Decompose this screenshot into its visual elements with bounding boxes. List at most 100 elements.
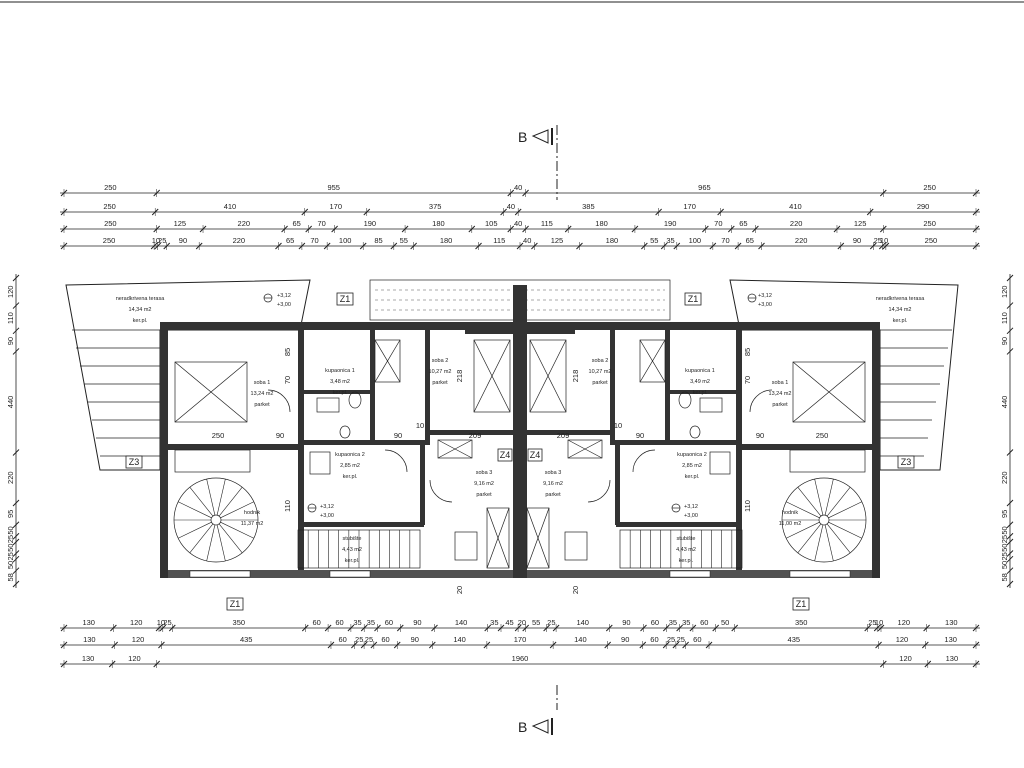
dimension-label: 130 (83, 635, 96, 644)
dimension-label: 110 (6, 312, 15, 324)
dimension-label: 170 (330, 202, 343, 211)
dimension-label: 50 (1000, 561, 1009, 569)
dimension-label: 440 (1000, 396, 1009, 409)
stair-tread (824, 478, 834, 516)
dimension-label: 25 (355, 635, 363, 644)
svg-text:Z1: Z1 (796, 599, 807, 609)
room-floor: ker.pl. (893, 318, 908, 324)
dimension-label: 965 (698, 183, 711, 192)
dimension-label: 70 (310, 236, 318, 245)
room-area: 9,16 m2 (474, 481, 494, 487)
dimension-label: 90 (411, 635, 419, 644)
room-floor: parket (254, 402, 270, 408)
dimension-label: 60 (700, 618, 708, 627)
room-floor: parket (772, 402, 788, 408)
room-floor: parket (432, 380, 448, 386)
dimension-label: 40 (507, 202, 515, 211)
level-marker: +3,12 +3,00 (671, 503, 698, 519)
dimension-label: 130 (944, 635, 957, 644)
room-area: 13,24 m2 (251, 391, 274, 397)
stair-tread (216, 478, 226, 516)
building-outline (65, 279, 959, 578)
svg-text:110: 110 (743, 500, 752, 512)
dimension-label: 90 (853, 236, 861, 245)
dimension-label: 130 (945, 618, 958, 627)
dimension-label: 220 (790, 219, 803, 228)
svg-text:Z3: Z3 (129, 457, 140, 467)
dimension-label: 58 (6, 573, 15, 581)
dimension-label: 120 (6, 286, 15, 299)
dimension-label: 50 (6, 544, 15, 552)
svg-text:85: 85 (743, 348, 752, 356)
dimension-label: 60 (381, 635, 389, 644)
room-floor: parket (545, 492, 561, 498)
dimension-label: 220 (1000, 471, 1009, 484)
svg-text:+3,12: +3,12 (758, 293, 772, 299)
tag-z4: Z4 (527, 448, 543, 462)
dimension-label: 410 (224, 202, 237, 211)
room-area: 3,49 m2 (690, 379, 710, 385)
dimension-label: 35 (682, 618, 690, 627)
svg-text:250: 250 (816, 431, 829, 440)
room-area: 14,34 m2 (889, 307, 912, 313)
spiral-stair-left (173, 477, 259, 563)
dimension-label: 120 (128, 654, 141, 663)
room-name: hodnik (244, 510, 260, 516)
dimension-label: 190 (664, 219, 677, 228)
dimension-label: 35 (353, 618, 361, 627)
dimension-label: 70 (714, 219, 722, 228)
room-area: 2,85 m2 (682, 463, 702, 469)
room-area: 4,43 m2 (676, 547, 696, 553)
dimension-label: 35 (666, 236, 674, 245)
stair-tread (206, 478, 216, 516)
room-area: 10,27 m2 (589, 369, 612, 375)
dimension-label: 130 (946, 654, 959, 663)
svg-text:218: 218 (455, 370, 464, 383)
room-name: soba 1 (254, 380, 271, 386)
fixtures (174, 339, 866, 569)
svg-text:90: 90 (756, 431, 764, 440)
svg-text:20: 20 (455, 586, 464, 594)
room-name: neradkrivena terasa (116, 296, 166, 302)
dimension-label: 435 (240, 635, 253, 644)
svg-text:+3,00: +3,00 (684, 513, 698, 519)
svg-text:+3,00: +3,00 (758, 302, 772, 308)
svg-text:Z4: Z4 (500, 450, 511, 460)
stair-tread (814, 524, 824, 562)
dimension-label: 45 (505, 618, 513, 627)
svg-text:10: 10 (614, 421, 622, 430)
dimension-label: 250 (923, 219, 936, 228)
svg-text:209: 209 (469, 431, 482, 440)
dimension-label: 180 (432, 219, 445, 228)
terrace-right (729, 279, 959, 471)
tag-z1: Z1 (226, 597, 244, 611)
dimension-label: 120 (898, 618, 911, 627)
dimension-label: 65 (292, 219, 300, 228)
room-floor: ker.pl. (345, 558, 360, 564)
stair-tread (824, 524, 834, 562)
svg-text:250: 250 (212, 431, 225, 440)
room-name: hodnik (782, 510, 798, 516)
dimension-label: 65 (286, 236, 294, 245)
dimension-label: 110 (1000, 312, 1009, 324)
svg-text:218: 218 (571, 370, 580, 383)
dimension-label: 90 (179, 236, 187, 245)
room-floor: ker.pl. (685, 474, 700, 480)
stair-tread (797, 486, 822, 517)
dimension-label: 60 (335, 618, 343, 627)
room-floor: ker.pl. (333, 390, 348, 396)
dimension-label: 120 (130, 618, 143, 627)
dimension-label: 55 (650, 236, 658, 245)
section-marker-bottom: B (518, 718, 553, 735)
dimension-label: 180 (595, 219, 608, 228)
dimension-label: 25 (158, 236, 166, 245)
dimension-label: 25 (667, 635, 675, 644)
room-area: 4,43 m2 (342, 547, 362, 553)
stair-flight-left (297, 529, 421, 569)
dimension-label: 60 (385, 618, 393, 627)
